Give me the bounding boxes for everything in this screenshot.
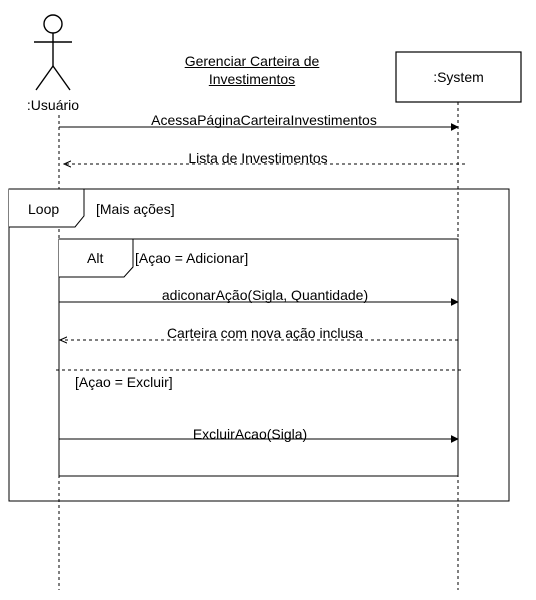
- alt-tag-label: Alt: [87, 250, 104, 266]
- system-name: :System: [433, 69, 484, 85]
- loop-fragment: [8, 188, 510, 502]
- loop-guard-label: [Mais ações]: [96, 201, 175, 217]
- alt-guard-delete-label: [Açao = Excluir]: [75, 374, 173, 390]
- loop-tag-label: Loop: [28, 201, 60, 217]
- message-list-label: Lista de Investimentos: [188, 150, 328, 166]
- loop-tag-box: [9, 188, 85, 228]
- message-access-label: AcessaPáginaCarteiraInvestimentos: [151, 112, 377, 128]
- actor-name: :Usuário: [26, 97, 80, 113]
- message-add-label: adiconarAção(Sigla, Quantidade): [161, 287, 369, 303]
- diagram-title-line2: Investimentos: [208, 71, 296, 87]
- alt-guard-add-label: [Açao = Adicionar]: [135, 250, 249, 266]
- diagram-title-line1: Gerenciar Carteira de: [184, 53, 320, 69]
- message-add-return-label: Carteira com nova ação inclusa: [166, 325, 364, 341]
- alt-fragment: [58, 238, 459, 477]
- actor-figure-icon: [34, 14, 72, 91]
- message-delete-label: ExcluirAcao(Sigla): [192, 426, 308, 442]
- alt-tag-box: [59, 238, 134, 278]
